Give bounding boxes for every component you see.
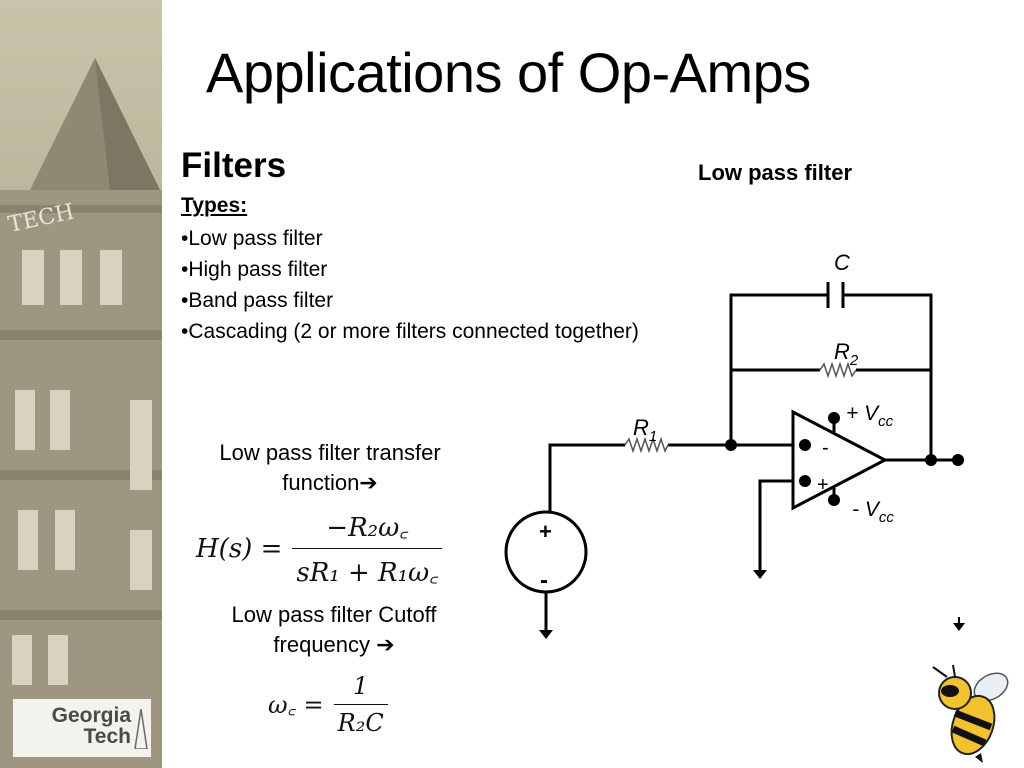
georgia-tech-logo: Georgia Tech	[12, 698, 152, 758]
equation-fraction: −R₂ω꜀ sR₁ + R₁ω꜀	[292, 508, 443, 589]
r2-label: R2	[834, 339, 859, 369]
node-dot	[799, 475, 811, 487]
types-label: Types:	[181, 194, 248, 217]
list-item: •Cascading (2 or more filters connected …	[181, 320, 639, 343]
equation-lhs: H(s) =	[196, 533, 283, 564]
transfer-function-equation: H(s) = −R₂ω꜀ sR₁ + R₁ω꜀	[196, 508, 443, 589]
equation-denominator: sR₁ + R₁ω꜀	[292, 548, 443, 589]
resistor-r2	[819, 361, 857, 379]
side-photo-building: TECH Georgia Tech	[0, 0, 162, 768]
equation-lhs: ω꜀ =	[268, 691, 324, 719]
logo-line-1: Georgia	[51, 704, 131, 727]
input-wire	[548, 443, 625, 512]
noninverting-input-sign: +	[817, 474, 829, 496]
slide-title: Applications of Op-Amps	[206, 41, 811, 104]
list-item: •High pass filter	[181, 258, 328, 281]
r1-label: R1	[633, 415, 657, 445]
node-dot	[828, 412, 840, 424]
op-amp	[791, 409, 889, 511]
tower-icon	[134, 709, 148, 749]
cutoff-frequency-caption: Low pass filter Cutoff frequency ➔	[231, 602, 437, 657]
feedback-wire-cap-right	[843, 293, 933, 460]
source-plus-sign: +	[539, 519, 552, 544]
types-list: •Low pass filter •High pass filter •Band…	[181, 223, 641, 347]
cutoff-frequency-equation: ω꜀ = 1 R₂C	[268, 672, 388, 737]
resistor-r1	[624, 436, 669, 454]
list-item: •Band pass filter	[181, 289, 334, 312]
node-dot	[725, 439, 737, 451]
node-dot	[828, 494, 840, 506]
section-heading: Filters	[181, 146, 287, 185]
vcc-positive-label: + Vcc	[846, 402, 894, 430]
voltage-source	[504, 510, 588, 594]
inverting-input-sign: -	[822, 437, 829, 459]
equation-fraction: 1 R₂C	[333, 672, 388, 737]
building-illustration: TECH	[0, 58, 162, 768]
transfer-function-caption: Low pass filter transfer function➔	[219, 440, 441, 495]
equation-numerator: 1	[353, 672, 369, 700]
node-dot	[952, 454, 964, 466]
list-item: •Low pass filter	[181, 227, 323, 250]
source-minus-sign: -	[540, 567, 548, 594]
ground-arrow-icon	[953, 623, 965, 631]
vcc-negative-label: - Vcc	[852, 498, 894, 526]
logo-line-2: Tech	[83, 725, 131, 748]
feedback-wire-cap-left	[729, 293, 828, 445]
ground-arrow-icon	[753, 570, 767, 579]
equation-numerator: −R₂ω꜀	[326, 513, 409, 543]
ground-wire	[758, 479, 805, 570]
capacitor-label: C	[834, 250, 850, 275]
ground-arrow-icon	[539, 630, 553, 639]
diagram-title: Low pass filter	[698, 160, 853, 185]
equation-denominator: R₂C	[333, 704, 388, 737]
yellow-jacket-mascot-icon	[932, 665, 1009, 763]
node-dot	[925, 454, 937, 466]
node-dot	[799, 439, 811, 451]
